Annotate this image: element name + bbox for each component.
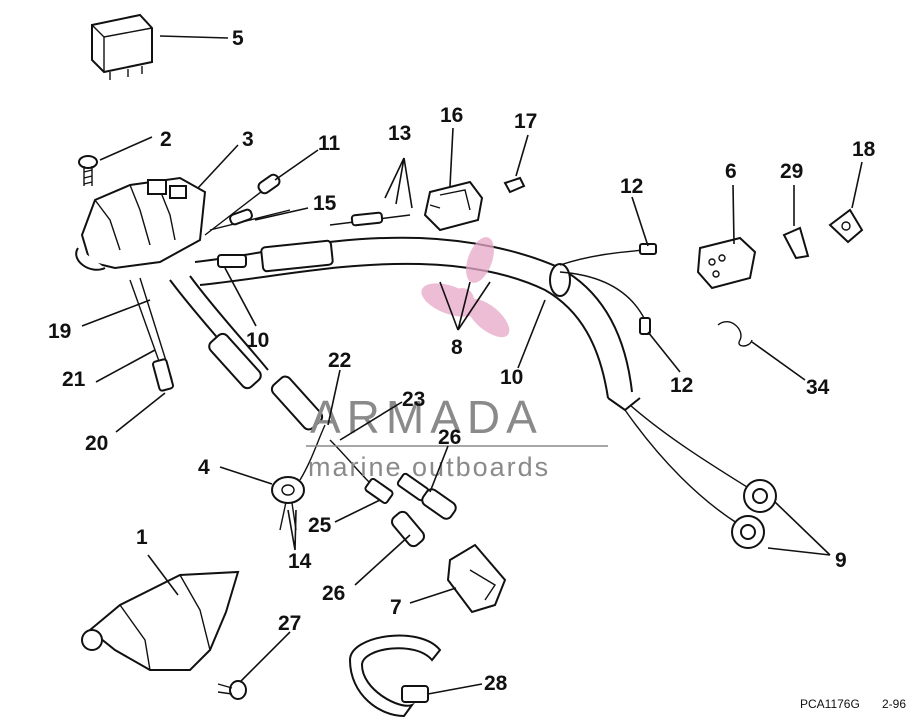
callout-12b: 12	[670, 374, 693, 397]
screw-part-2	[78, 155, 98, 186]
callout-22: 22	[328, 349, 351, 372]
callout-labels: 5 2 3 11 13 16 17 15 12 6 29 18 19 10 8 …	[48, 27, 876, 695]
clip-part-29	[782, 226, 810, 260]
callout-21: 21	[62, 368, 86, 391]
callout-16: 16	[440, 104, 463, 127]
callout-13: 13	[388, 122, 411, 145]
figure-footer: PCA1176G 2-96	[800, 697, 906, 711]
wire-clip-part-34	[717, 321, 753, 347]
bracket-part-1	[81, 570, 240, 671]
callout-26b: 26	[322, 582, 345, 605]
callout-17: 17	[514, 110, 537, 133]
callout-9: 9	[835, 549, 847, 572]
callout-8: 8	[451, 336, 463, 359]
callout-15: 15	[313, 192, 337, 215]
callout-3: 3	[242, 128, 254, 151]
callout-12a: 12	[620, 175, 643, 198]
propeller-logo	[421, 237, 510, 338]
connector-part-6	[696, 236, 757, 290]
pin-part-17	[503, 176, 526, 194]
callout-10b: 10	[500, 366, 523, 389]
callout-5: 5	[232, 27, 244, 50]
callout-28: 28	[484, 672, 508, 695]
strap-part-28	[348, 634, 442, 718]
screw-part-27	[217, 680, 247, 700]
callout-10a: 10	[246, 329, 269, 352]
callout-25: 25	[308, 514, 332, 537]
callout-4: 4	[198, 456, 210, 479]
figure-date: 2-96	[882, 697, 906, 711]
relay-part-5	[91, 13, 153, 80]
connector-part-16	[423, 180, 484, 232]
callout-27: 27	[278, 612, 301, 635]
callout-23: 23	[402, 388, 425, 411]
bracket-part-18	[828, 208, 864, 244]
callout-29: 29	[780, 160, 803, 183]
callout-14: 14	[288, 550, 312, 573]
callout-6: 6	[725, 160, 737, 183]
callout-19: 19	[48, 320, 71, 343]
connector-part-7	[446, 543, 507, 614]
watermark-tagline: marine outboards	[308, 452, 550, 482]
plug-part-4	[271, 424, 326, 531]
figure-code: PCA1176G	[800, 697, 860, 711]
callout-11: 11	[318, 132, 341, 155]
callout-20: 20	[85, 432, 108, 455]
watermark-brand: ARMADA	[310, 391, 543, 443]
callout-7: 7	[390, 596, 402, 619]
callout-1: 1	[136, 526, 148, 549]
main-wiring-harness	[129, 173, 777, 549]
terminal-block-part-3	[75, 176, 207, 271]
callout-26a: 26	[438, 426, 461, 449]
leader-lines	[81, 35, 863, 695]
callout-34: 34	[806, 376, 830, 399]
callout-18: 18	[852, 138, 876, 161]
callout-2: 2	[160, 128, 172, 151]
